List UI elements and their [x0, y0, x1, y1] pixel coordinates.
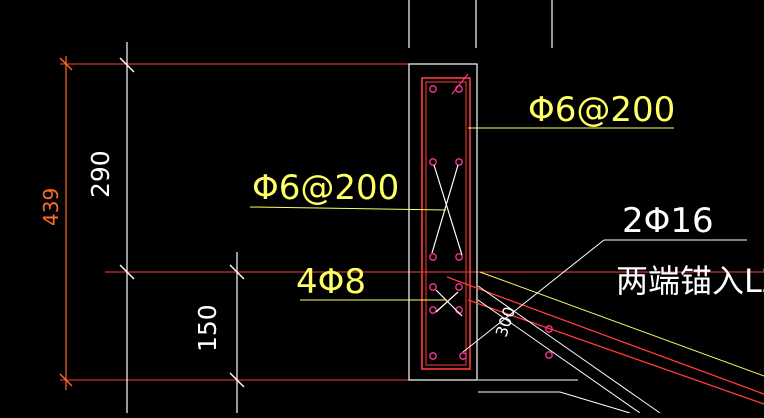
dimension-text-439: 439 — [39, 188, 63, 226]
dimension-tick-439-bottom — [59, 373, 73, 387]
slab-slope-lines — [446, 271, 764, 414]
rebar-dot — [455, 253, 463, 261]
dimension-tick-290-bottom — [119, 264, 135, 280]
label-anchor-note: 两端锚入LZ2 — [616, 262, 764, 300]
floor-step — [559, 391, 631, 414]
rebar-dot — [455, 283, 463, 291]
label-top-bars: 2Φ16 — [622, 201, 714, 241]
dimension-tick-150-bottom — [229, 372, 245, 388]
label-stirrup-left: Φ6@200 — [252, 168, 399, 208]
slope-line-yellow — [479, 271, 764, 377]
rebar-dot — [429, 283, 437, 291]
rebar-dot — [459, 352, 467, 360]
rebar-dot — [429, 352, 437, 360]
label-stirrup-right: Φ6@200 — [528, 90, 675, 130]
slope-line-red — [446, 276, 764, 395]
rebar-dot — [545, 351, 553, 359]
stirrup-hook — [451, 73, 469, 95]
leader-stirrup-left — [249, 206, 447, 211]
tie-line — [431, 164, 459, 254]
slope-line-red-2 — [467, 299, 764, 405]
rebar-dot — [429, 306, 437, 314]
slope-line-white — [477, 285, 661, 414]
rebar-dot — [429, 253, 437, 261]
dimension-text-150: 150 — [193, 304, 222, 352]
stirrup-outline — [425, 81, 467, 366]
column-outline — [408, 63, 478, 381]
rebar-dot — [429, 85, 437, 93]
dimension-tick-290-top — [119, 57, 135, 73]
tie-line — [435, 289, 463, 317]
label-side-bars: 4Φ8 — [296, 262, 366, 302]
beam-section-outline — [421, 77, 471, 370]
tie-cross-upper — [431, 164, 463, 256]
rebar-dot — [429, 158, 437, 166]
tie-line — [435, 291, 459, 313]
dimension-tick-439-top — [59, 57, 73, 71]
tie-cross-lower — [435, 289, 463, 317]
dimension-tick-150-top — [229, 264, 245, 280]
tie-line — [433, 164, 463, 256]
leader-top-bars-diagonal — [462, 239, 605, 353]
rebar-dot — [455, 158, 463, 166]
dimension-text-290: 290 — [86, 150, 115, 198]
